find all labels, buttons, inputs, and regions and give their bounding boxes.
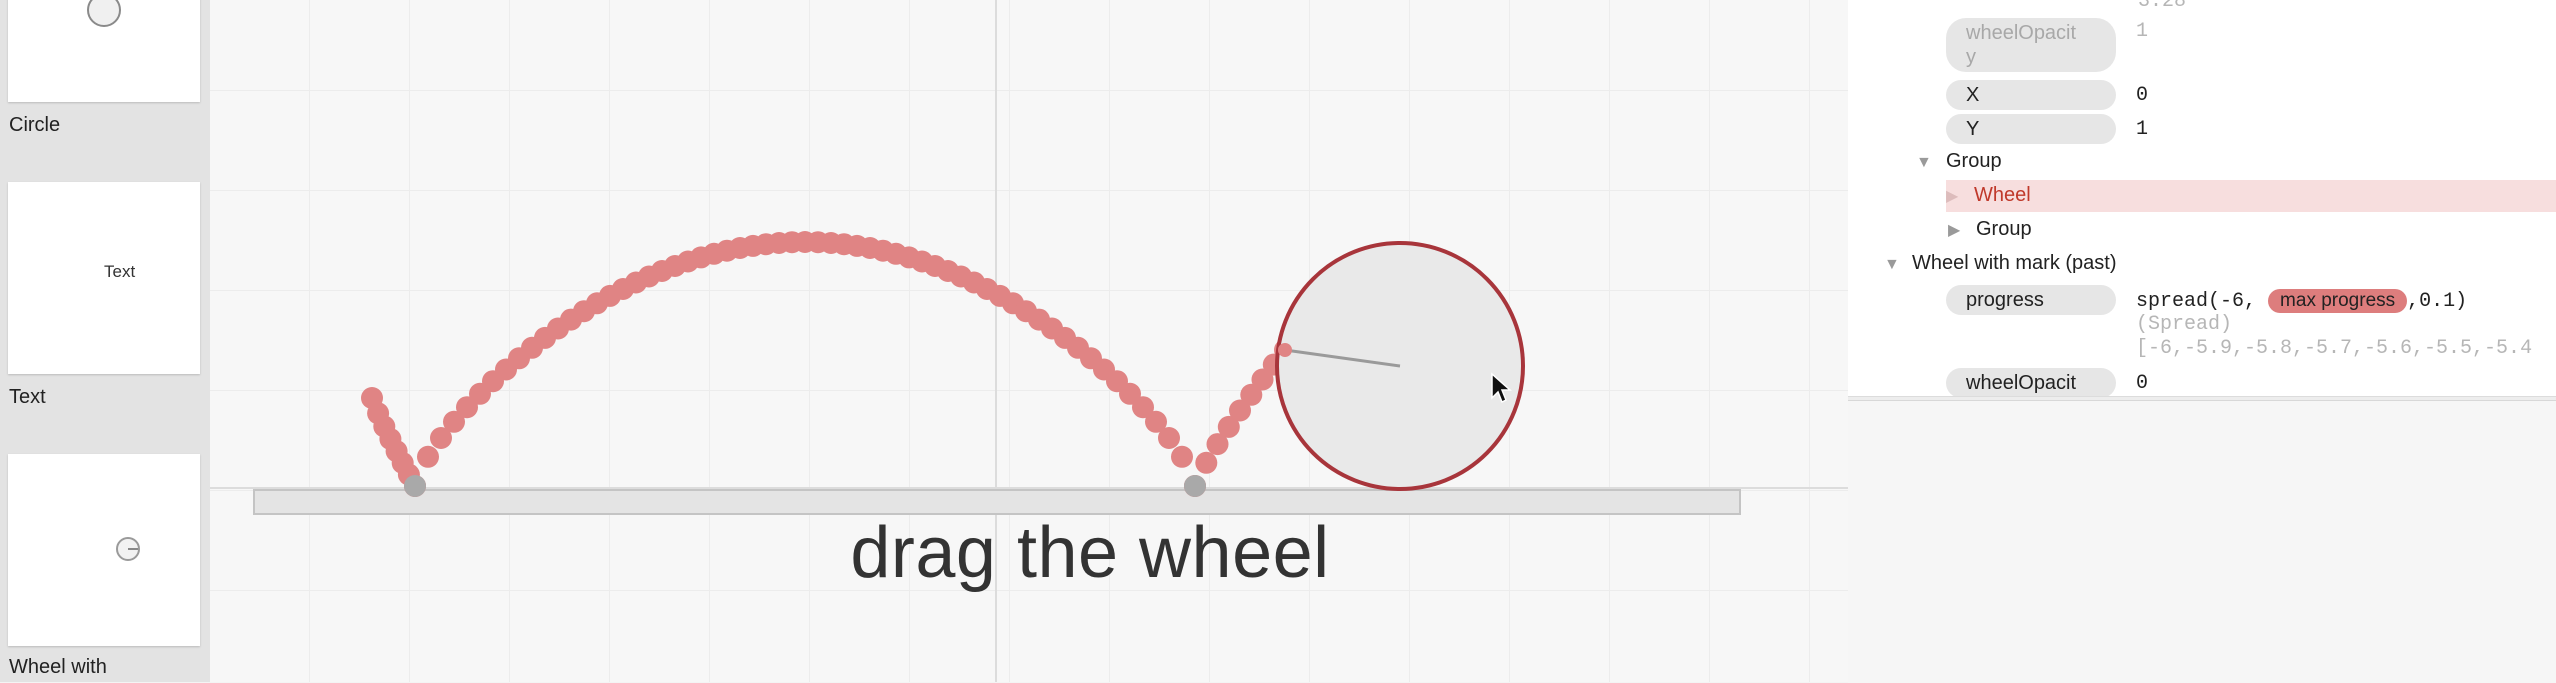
property-wheel-opacity-2[interactable]: wheelOpacit [1946,368,2116,398]
property-y[interactable]: Y [1946,114,2116,144]
disclosure-closed-icon[interactable]: ▶ [1946,188,1959,205]
property-label: X [1966,84,1980,106]
expression-suffix: ,0.1) [2407,290,2468,313]
property-label: progress [1966,289,2044,311]
trail-dot [1229,399,1251,422]
trail-dot [1195,451,1218,474]
max-progress-reference[interactable]: max progress [2268,289,2408,313]
property-label: wheelOpacit [1966,372,2077,394]
property-x[interactable]: X [1946,80,2116,110]
spread-values: [-6,-5.9,-5.8,-5.7,-5.6,-5.5,-5.4 [2136,337,2533,360]
disclosure-open-icon[interactable]: ▼ [1916,154,1932,171]
tree-item-group[interactable]: Group [1946,150,2002,172]
wheel-shape-icon [116,537,140,561]
ground-bar [253,489,1741,515]
tree-item-wheel-selected[interactable] [1946,180,2556,212]
mouse-cursor-icon [1491,372,1512,404]
disclosure-closed-icon[interactable]: ▶ [1948,222,1961,239]
trail-dot [1251,368,1274,391]
property-value[interactable]: 0 [2136,372,2149,395]
disclosure-open-icon[interactable]: ▼ [1884,256,1900,273]
trail-dot [404,475,426,497]
spread-type-label: (Spread) [2136,313,2233,336]
circle-shape-icon [87,0,121,27]
palette-label-wheel-with: Wheel with [9,656,107,678]
trail-dot [1217,415,1240,438]
property-inspector: 3.28 wheelOpacit y 1 X 0 Y 1 ▼ Group ▶ W… [1848,0,2556,400]
trail-dot [1171,445,1193,468]
property-label: Y [1966,118,1980,140]
property-value[interactable]: 0 [2136,84,2149,107]
tree-item-wheel-with-mark[interactable]: Wheel with mark (past) [1912,252,2117,274]
palette-thumb-text[interactable]: Text [8,182,200,374]
trail-dot [443,410,465,433]
drawing-canvas[interactable]: drag the wheel [210,0,1848,682]
palette-thumb-wheel[interactable] [8,454,200,646]
palette-label-circle: Circle [9,114,61,136]
canvas-caption: drag the wheel [850,513,1330,593]
property-wheel-opacity[interactable]: wheelOpacit y [1946,18,2116,72]
palette-thumb-circle[interactable] [8,0,200,102]
trail-dot [417,445,439,468]
inspector-lower-pane [1848,400,2556,683]
shape-palette: Circle Text Text Wheel with [0,0,210,682]
top-value: 3.28 [2138,0,2187,13]
canvas-drawing [210,0,1848,682]
trail-dot [1132,396,1154,419]
expression-prefix: spread(-6, [2136,290,2257,313]
property-value[interactable]: 1 [2136,118,2149,141]
text-shape-sample: Text [104,262,136,281]
tree-item-wheel[interactable]: Wheel [1974,184,2031,206]
tree-item-subgroup[interactable]: Group [1976,218,2032,240]
trail-dot [1158,427,1180,449]
property-label: wheelOpacit y [1966,22,2077,68]
wheel[interactable] [1275,241,1525,491]
trail-dot [1145,410,1167,433]
trail-dot [1206,433,1229,456]
trail-dot [1184,475,1206,497]
trail-dot [1240,383,1263,406]
palette-label-text: Text [9,386,46,408]
trail-dot [430,427,452,449]
progress-expression[interactable]: spread(-6, max progress,0.1) [2136,289,2467,313]
property-value: 1 [2136,20,2149,43]
property-progress[interactable]: progress [1946,285,2116,315]
wheel-trail [361,231,1296,497]
